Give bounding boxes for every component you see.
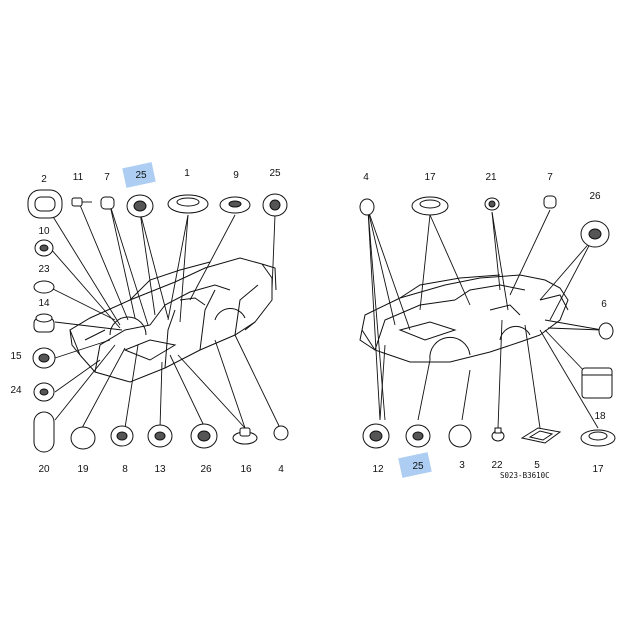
right-leader-lines [367, 209, 603, 429]
left-parts [27, 189, 289, 453]
left-callout-0: 2 [41, 174, 47, 185]
part-8-icon [110, 425, 134, 447]
left-callout-12: 20 [38, 464, 50, 475]
right-car-body [359, 274, 569, 363]
right-callout-6: 18 [594, 411, 606, 422]
part-4-ring-icon [273, 425, 289, 441]
part-oval-grommet-icon [27, 189, 63, 219]
left-callout-18: 4 [278, 464, 284, 475]
part-26-icon [190, 423, 218, 449]
part-20-icon [33, 411, 55, 453]
part-r12-icon [362, 423, 390, 449]
part-r22-icon [491, 427, 505, 442]
part-19-icon [70, 426, 96, 450]
part-14-icon [33, 313, 55, 333]
part-13-icon [147, 424, 173, 448]
part-r18-pad-icon [581, 367, 613, 399]
right-callout-12: 17 [592, 464, 604, 475]
part-clip-icon [71, 197, 92, 207]
right-parts [359, 195, 616, 449]
drawing-code: S023-B3610C [500, 471, 550, 480]
right-callout-0: 4 [363, 172, 369, 183]
left-callout-15: 13 [154, 464, 166, 475]
part-r26-icon [580, 220, 610, 248]
part-r21-icon [484, 197, 500, 211]
left-callout-1: 11 [73, 172, 84, 183]
right-callout-1: 17 [424, 172, 436, 183]
part-plug-icon [100, 196, 115, 210]
part-flat-grommet-icon [219, 196, 251, 214]
left-callout-16: 26 [200, 464, 212, 475]
left-car-body [69, 257, 277, 383]
left-callout-3: 25 [135, 170, 147, 181]
right-callout-7: 12 [372, 464, 384, 475]
left-leader-lines [44, 204, 281, 429]
part-10-icon [34, 239, 54, 257]
part-r17b-grommet-icon [580, 429, 616, 447]
left-callout-5: 9 [233, 170, 239, 181]
left-callout-10: 15 [10, 351, 22, 362]
right-callout-5: 6 [601, 299, 607, 310]
left-callout-17: 16 [240, 464, 252, 475]
left-callout-7: 10 [38, 226, 50, 237]
part-r4-ring-icon [359, 198, 375, 216]
left-callout-6: 25 [269, 168, 281, 179]
right-callout-4: 26 [589, 191, 601, 202]
left-callout-4: 1 [184, 168, 190, 179]
part-round-grommet-icon [262, 193, 288, 217]
left-callout-13: 19 [77, 464, 89, 475]
right-callout-9: 3 [459, 460, 465, 471]
right-callout-10: 22 [491, 460, 503, 471]
left-callout-9: 14 [38, 298, 50, 309]
left-callout-2: 7 [104, 172, 110, 183]
part-23-icon [33, 280, 55, 294]
part-r25-icon [405, 424, 431, 448]
highlight-mark-bottom [398, 452, 432, 478]
left-callout-11: 24 [10, 385, 22, 396]
part-24-icon [33, 382, 55, 402]
right-callout-3: 7 [547, 172, 553, 183]
left-callout-14: 8 [122, 464, 128, 475]
part-r5-pad-icon [520, 427, 562, 444]
part-16-icon [232, 427, 258, 445]
part-r17-grommet-icon [411, 196, 449, 216]
left-callout-8: 23 [38, 264, 50, 275]
part-large-grommet-icon [167, 194, 209, 214]
highlight-mark-top [122, 162, 156, 188]
part-r3-icon [448, 424, 472, 448]
right-callout-8: 25 [412, 461, 424, 472]
part-r6-ring-icon [598, 322, 614, 340]
part-grommet-icon [126, 194, 154, 218]
right-callout-2: 21 [485, 172, 497, 183]
part-15-icon [32, 347, 56, 369]
part-r7-icon [543, 195, 557, 209]
right-callout-11: 5 [534, 460, 540, 471]
